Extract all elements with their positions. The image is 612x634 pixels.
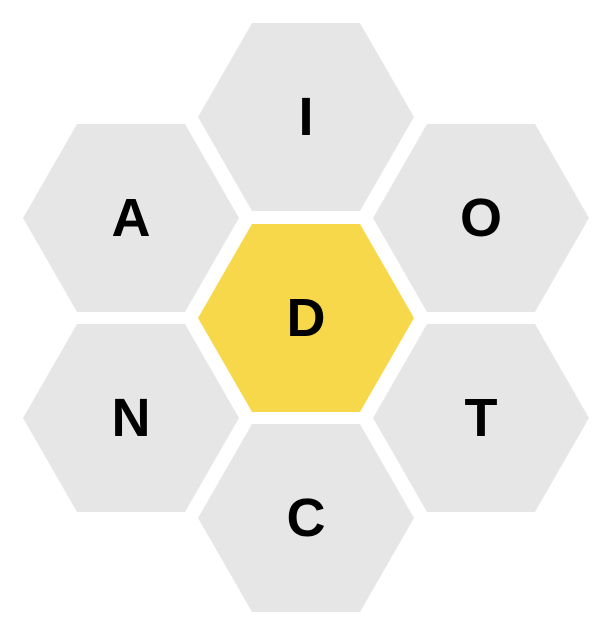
hex-letter-lower-right: T bbox=[464, 388, 498, 448]
hex-cell-center[interactable]: D bbox=[198, 224, 414, 412]
hex-letter-bottom: C bbox=[286, 488, 326, 548]
hex-cell-top[interactable]: I bbox=[198, 23, 414, 211]
hex-letter-center: D bbox=[286, 288, 326, 348]
hex-letter-upper-right: O bbox=[459, 188, 502, 248]
hex-cell-upper-left[interactable]: A bbox=[23, 124, 239, 312]
hex-letter-lower-left: N bbox=[111, 388, 151, 448]
hex-cell-bottom[interactable]: C bbox=[198, 424, 414, 612]
hex-letter-upper-left: A bbox=[111, 188, 151, 248]
hex-cell-lower-right[interactable]: T bbox=[373, 324, 589, 512]
hex-cell-upper-right[interactable]: O bbox=[373, 124, 589, 312]
hex-letter-top: I bbox=[298, 87, 314, 147]
hex-cell-lower-left[interactable]: N bbox=[23, 324, 239, 512]
